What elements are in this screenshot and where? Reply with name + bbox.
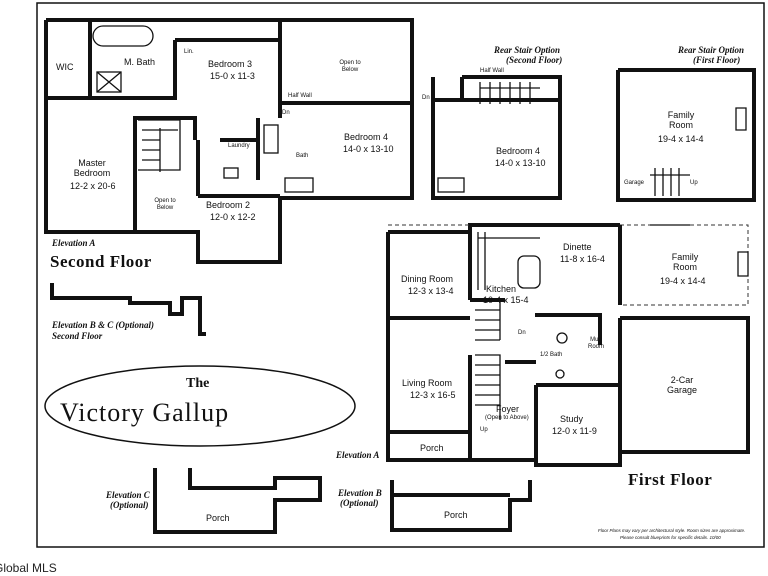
room-label-porch-main: Porch [420, 443, 444, 453]
room-label-lin: Lin. [184, 49, 194, 55]
room-note-foyer: (Open to Above) [485, 415, 529, 421]
room-size-bedroom2: 12-0 x 12-2 [210, 212, 256, 222]
room-size-bedroom4-alt: 14-0 x 13-10 [495, 158, 546, 168]
second-floor-plan [44, 18, 414, 336]
room-size-dining: 12-3 x 13-4 [408, 286, 454, 296]
room-label-family: Family Room [671, 252, 699, 272]
room-label-bedroom2: Bedroom 2 [206, 200, 251, 210]
first-floor-plan [386, 223, 750, 467]
label-elevation-b: Elevation B [338, 488, 382, 498]
room-label-dinette: Dinette [563, 242, 592, 252]
label-dn-3: Dn [518, 330, 526, 336]
label-half-wall-1: Half Wall [288, 93, 312, 99]
room-label-wic: WIC [56, 62, 74, 72]
room-label-porch-c: Porch [206, 513, 230, 523]
room-size-kitchen: 10-4 x 15-4 [483, 295, 529, 305]
label-up-1: Up [690, 180, 698, 186]
label-rear-stair-first-sub: (First Floor) [693, 55, 741, 65]
heading-second-floor: Second Floor [50, 252, 152, 271]
rear-stair-first-plan [616, 68, 756, 202]
watermark-global-mls: Global MLS [0, 561, 57, 575]
room-size-bedroom3: 15-0 x 11-3 [210, 71, 255, 81]
room-label-bedroom4-alt: Bedroom 4 [496, 146, 541, 156]
rear-stair-second-plan [431, 75, 562, 200]
room-label-half-bath: 1/2 Bath [540, 352, 563, 358]
room-label-m-bath: M. Bath [124, 57, 156, 67]
label-rear-stair-second: Rear Stair Option [494, 45, 561, 55]
heading-first-floor: First Floor [628, 470, 713, 489]
label-elevation-c-sub: (Optional) [110, 500, 149, 510]
label-up-2: Up [480, 427, 488, 433]
room-label-dining: Dining Room [401, 274, 454, 284]
logo-ellipse [44, 365, 356, 447]
logo-the: The [186, 376, 210, 391]
room-label-open-below-2: Open to Below [154, 198, 176, 211]
disclaimer-line-1: Floor Plans may vary per architectural s… [598, 528, 746, 533]
room-size-living: 12-3 x 16-5 [410, 390, 456, 400]
label-elevation-b-sub: (Optional) [340, 498, 379, 508]
room-label-master: Master Bedroom [73, 158, 111, 178]
room-label-bath: Bath [296, 153, 309, 159]
room-label-kitchen: Kitchen [486, 284, 517, 294]
room-size-family-rear: 19-4 x 14-4 [658, 134, 704, 144]
disclaimer-line-2: Please consult blueprints for specific d… [620, 535, 721, 540]
room-label-porch-b: Porch [444, 510, 468, 520]
room-size-dinette: 11-8 x 16-4 [560, 254, 605, 264]
label-elevation-c: Elevation C [106, 490, 150, 500]
room-label-study: Study [560, 414, 584, 424]
room-label-laundry: Laundry [228, 143, 250, 149]
elevation-porch-outlines [153, 468, 532, 534]
room-label-garage-small: Garage [624, 180, 645, 186]
room-label-family-rear: Family Room [667, 110, 695, 130]
label-elevation-a-first: Elevation A [336, 450, 380, 460]
room-label-bedroom3: Bedroom 3 [208, 59, 253, 69]
label-rear-stair-first: Rear Stair Option [678, 45, 745, 55]
room-label-bedroom4: Bedroom 4 [344, 132, 389, 142]
logo-name: Victory Gallup [60, 398, 230, 427]
label-elevation-bc-sub: Second Floor [52, 331, 103, 341]
room-label-garage: 2-Car Garage [666, 375, 698, 395]
label-dn-2: Dn [422, 95, 430, 101]
room-label-mud-room: Mud Room [587, 337, 604, 350]
room-label-foyer: Foyer [496, 404, 520, 414]
room-size-master: 12-2 x 20-6 [70, 181, 116, 191]
room-size-family: 19-4 x 14-4 [660, 276, 706, 286]
label-rear-stair-second-sub: (Second Floor) [506, 55, 563, 65]
room-size-study: 12-0 x 11-9 [552, 426, 597, 436]
label-half-wall-2: Half Wall [480, 68, 504, 74]
label-elevation-bc: Elevation B & C (Optional) [52, 320, 155, 330]
label-elevation-a-second: Elevation A [52, 238, 96, 248]
label-dn-1: Dn [282, 110, 290, 116]
room-label-open-below-1: Open to Below [339, 60, 361, 73]
room-size-bedroom4: 14-0 x 13-10 [343, 144, 394, 154]
room-label-living: Living Room [402, 378, 453, 388]
